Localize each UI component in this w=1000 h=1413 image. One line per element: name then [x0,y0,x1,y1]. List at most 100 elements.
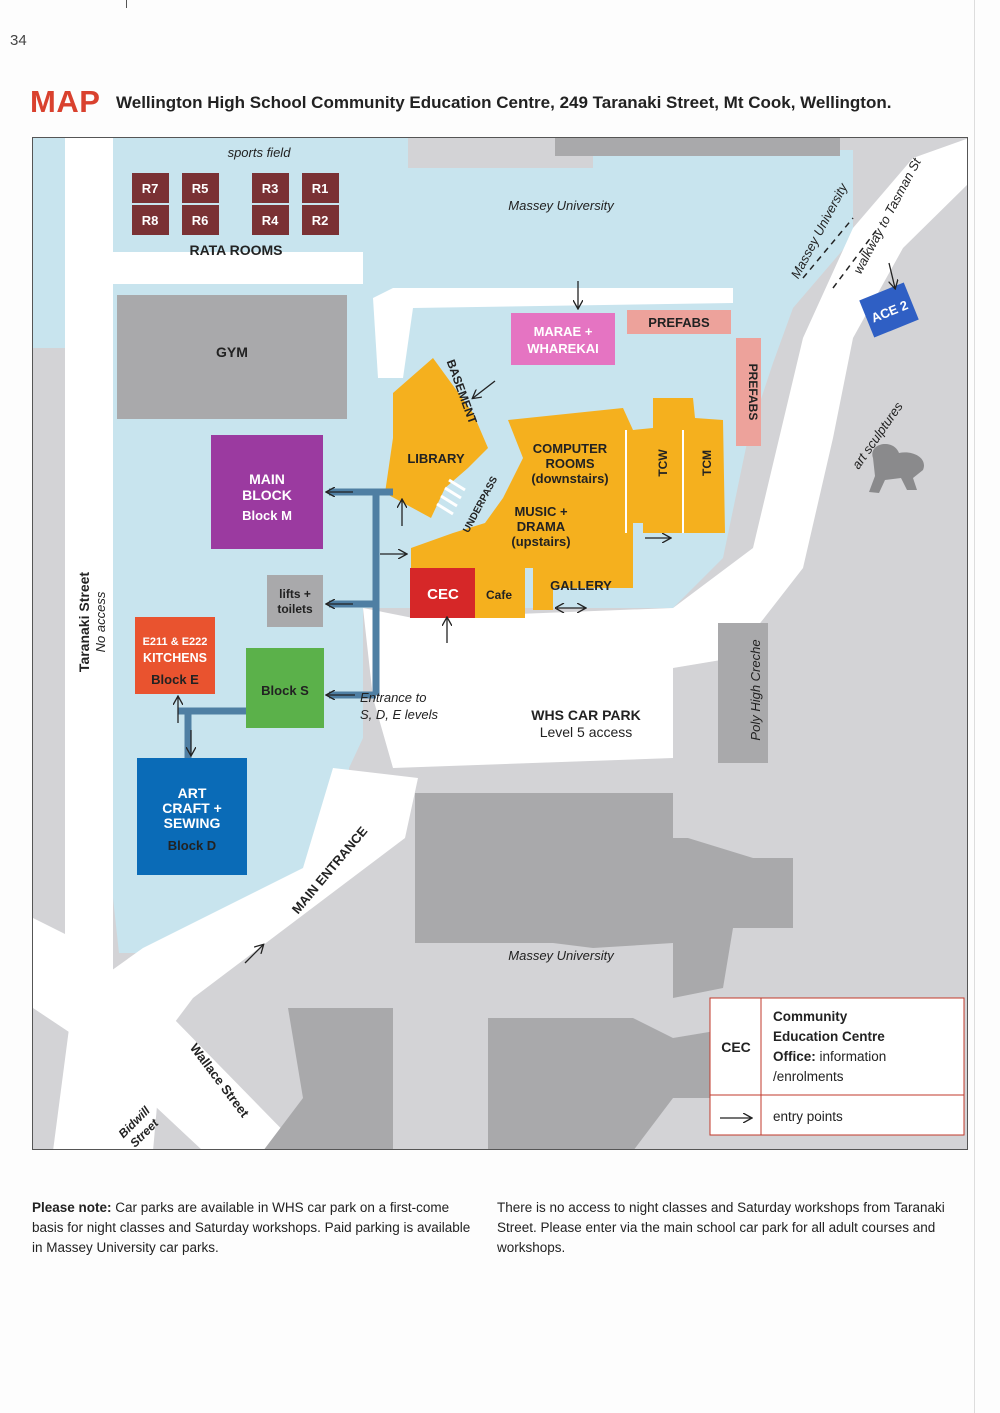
kitchens-label: E211 & E222 [143,636,208,648]
page-number: 34 [10,32,27,49]
page-edge [974,0,975,1413]
main-block-building [211,435,323,549]
scan-mark [126,0,127,8]
main-block-label: MAIN [249,471,285,487]
entry-arrow [473,380,496,398]
map-subtitle: Wellington High School Community Educati… [116,93,892,112]
main-block-label: BLOCK [242,487,292,503]
legend-office-desc: information [816,1049,887,1064]
art-craft-label: CRAFT + [162,800,222,816]
room-r5 [182,173,219,203]
rata-rooms-label: RATA ROOMS [189,242,282,258]
library-label: LIBRARY [407,451,465,466]
lifts-toilets-building [267,575,323,627]
note-access: There is no access to night classes and … [497,1200,945,1255]
cec-building [410,568,475,618]
entrance-levels-label: S, D, E levels [360,707,439,722]
library-building [385,358,488,518]
room-label: R1 [312,181,329,196]
legend-cec-desc: /enrolments [773,1069,844,1084]
main-orange-complex [411,398,725,610]
room-r6 [182,205,219,235]
kitchens-label: KITCHENS [143,651,207,665]
underpass-stripes [436,478,466,516]
legend-office-label: Office: [773,1049,816,1064]
prefabs-top-building [627,310,731,334]
taranaki-street-label: Taranaki Street [76,572,92,672]
computer-rooms-label: COMPUTER [533,441,608,456]
car-park-label: Level 5 access [540,724,633,740]
room-label: R6 [192,213,209,228]
legend-box [709,997,965,1136]
art-craft-label: SEWING [164,815,221,831]
campus-map: R7 R5 R3 R1 R8 R6 R4 R2 sports field RAT… [32,137,968,1150]
room-r2 [302,205,339,235]
legend-cec-key: CEC [721,1039,751,1055]
car-park-label: WHS CAR PARK [531,707,640,723]
cafe-building [475,568,525,618]
entry-arrow [889,262,895,288]
creche-label: Poly High Creche [748,639,763,740]
legend-entry-desc: entry points [773,1109,843,1124]
dashed-walkway [802,217,879,289]
room-label: R7 [142,181,159,196]
note-car-parks: Please note: Car parks are available in … [32,1198,482,1258]
computer-rooms-label: ROOMS [545,456,594,471]
art-craft-label: Block D [168,838,216,853]
taranaki-no-access-label: No access [93,591,108,652]
kitchens-building [135,617,215,694]
art-craft-building [137,758,247,875]
cafe-label: Cafe [486,588,512,602]
tcm-label: TCM [700,450,714,476]
gallery-label: GALLERY [550,578,612,593]
prefabs-side-building [736,338,761,446]
note-text: Car parks are available in WHS car park … [32,1200,471,1255]
art-craft-label: ART [178,785,207,801]
room-label: R8 [142,213,159,228]
legend-cec-desc: Education Centre [773,1029,885,1044]
legend-cec-desc: Community [773,1009,848,1024]
entrance-levels-label: Entrance to [360,690,427,705]
taranaki-street-road [65,138,113,1018]
block-s-building [246,648,324,728]
lifts-toilets-label: lifts + [279,587,311,601]
room-label: R3 [262,181,279,196]
computer-rooms-label: (downstairs) [531,471,608,486]
city-buildings [264,138,840,1149]
kitchens-label: Block E [151,672,199,687]
sports-field-label: sports field [228,145,292,160]
campus-map-drawing: R7 R5 R3 R1 R8 R6 R4 R2 sports field RAT… [33,138,967,1149]
cec-label: CEC [427,586,459,603]
room-r3 [252,173,289,203]
music-drama-label: MUSIC + [514,504,568,519]
music-drama-label: DRAMA [517,519,566,534]
sculpture-icon [869,443,924,493]
room-r8 [132,205,169,235]
room-label: R4 [262,213,279,228]
room-label: R5 [192,181,209,196]
block-s-label: Block S [261,683,309,698]
prefabs-side-label: PREFABS [746,364,760,421]
prefabs-top-label: PREFABS [648,315,710,330]
legend-cec-desc: Office: information [773,1049,886,1064]
music-drama-label: (upstairs) [511,534,570,549]
field-track [113,252,363,284]
roads [33,138,967,1149]
marae-building [511,313,615,365]
map-legend: CEC Community Education Centre Office: i… [709,997,965,1136]
massey-university-label: Massey University [508,198,615,213]
main-block-label: Block M [242,508,292,523]
room-r1 [302,173,339,203]
entry-arrow [244,945,263,964]
lifts-toilets-label: toilets [277,602,313,616]
note-emphasis: Please note: [32,1200,112,1215]
gym-label: GYM [216,344,248,360]
massey-university-label: Massey University [508,948,615,963]
room-label: R2 [312,213,329,228]
room-r4 [252,205,289,235]
inner-loop-path [373,288,733,378]
tcw-label: TCW [656,449,670,477]
marae-label: MARAE + [534,324,593,339]
ace2-building [859,282,919,338]
marae-label: WHAREKAI [527,341,599,356]
